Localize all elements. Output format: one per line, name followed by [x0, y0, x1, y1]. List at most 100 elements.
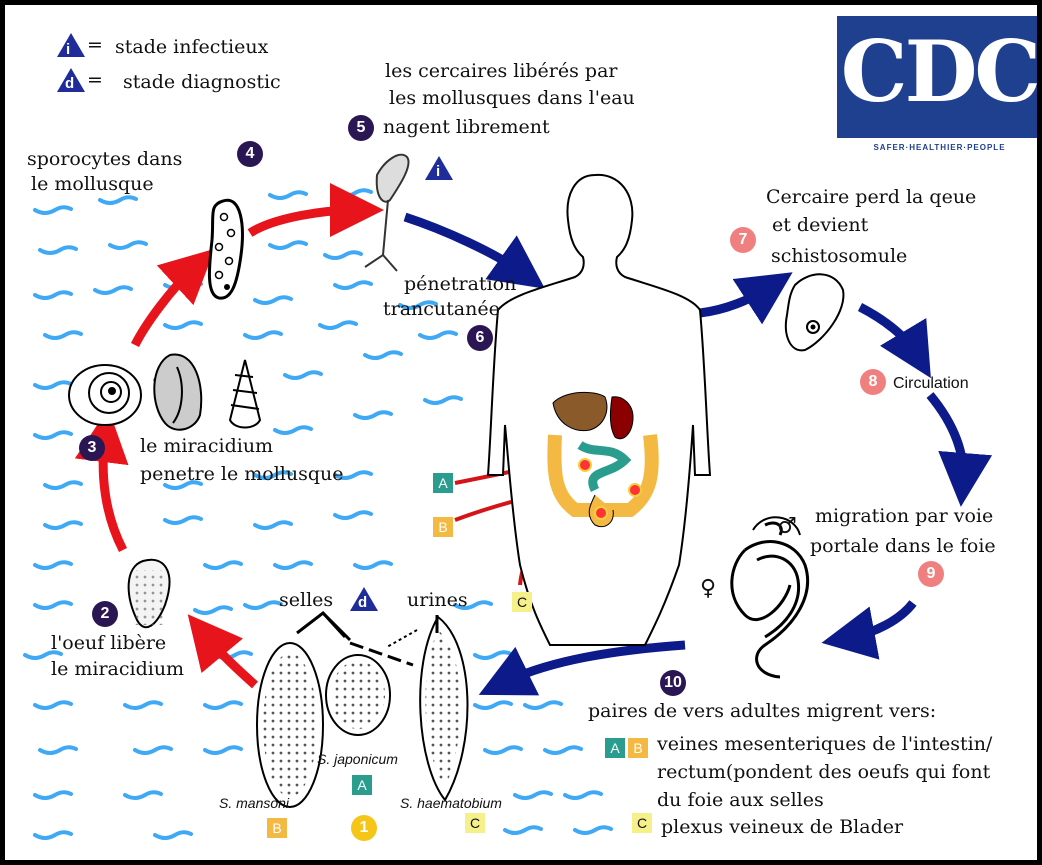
infectious-stage-icon: [57, 33, 85, 57]
step10-number: 10: [660, 670, 686, 696]
step6-line1: pénetration: [404, 273, 516, 296]
adult-worms-figure: [732, 517, 808, 677]
legend-infectious-label: stade infectieux: [115, 36, 268, 59]
water-wave: [355, 412, 391, 418]
haematobium-label: S. haematobium: [400, 795, 502, 811]
water-wave: [245, 602, 281, 608]
water-wave: [35, 432, 71, 438]
step9-line2: portale dans le foie: [810, 535, 996, 558]
badge-a-eggs: A: [352, 775, 372, 795]
japonicum-label: S. japonicum: [317, 751, 398, 767]
step2-line1: l'oeuf libère: [51, 632, 166, 655]
step8-number: 8: [860, 369, 886, 395]
badge-c-step10: C: [632, 813, 652, 833]
step9-number: 9: [918, 561, 944, 587]
male-symbol: ♂: [777, 515, 797, 538]
water-wave: [335, 282, 371, 288]
water-wave: [35, 602, 71, 608]
schistosomulum-figure: [786, 274, 844, 350]
diagnostic-marker-symbol: d: [358, 594, 367, 611]
water-wave: [45, 482, 81, 488]
snails-figure: [69, 355, 260, 430]
water-wave: [40, 747, 76, 753]
water-wave: [35, 832, 71, 838]
water-wave: [165, 322, 201, 328]
step7-line2: et devient: [772, 214, 868, 237]
water-wave: [475, 702, 511, 708]
step4-line1: sporocytes dans: [27, 148, 182, 171]
legend-equals-2: =: [87, 69, 103, 92]
water-wave: [40, 247, 76, 253]
water-wave: [35, 562, 71, 568]
step10-line4: du foie aux selles: [657, 789, 824, 812]
sporocyst-figure: [209, 200, 242, 298]
step5-number: 5: [348, 115, 374, 141]
water-wave: [45, 332, 81, 338]
step3-line2: penetre le mollusque: [140, 463, 344, 486]
water-wave: [155, 832, 191, 838]
legend-diagnostic-label: stade diagnostic: [123, 71, 281, 94]
water-wave: [320, 322, 356, 328]
water-wave: [135, 747, 171, 753]
water-wave: [110, 242, 146, 248]
step5-line1: les cercaires libérés par: [385, 60, 618, 83]
water-wave: [255, 522, 291, 528]
water-wave: [270, 192, 306, 198]
water-wave: [335, 190, 371, 196]
badge-b-organs: B: [433, 517, 453, 537]
water-wave: [545, 747, 581, 753]
step4-line2: le mollusque: [31, 173, 154, 196]
water-wave: [335, 512, 371, 518]
egg-japonicum: [326, 655, 390, 735]
water-wave: [35, 207, 71, 213]
badge-a-organs: A: [433, 473, 453, 493]
water-wave: [255, 297, 291, 303]
water-wave: [420, 332, 456, 338]
cercaria-figure: [365, 155, 409, 271]
badge-b-step10: B: [628, 738, 648, 758]
water-wave: [125, 702, 161, 708]
step5-line3: nagent librement: [383, 116, 550, 139]
step5-line2: les mollusques dans l'eau: [389, 87, 635, 110]
step9-line1: migration par voie: [815, 505, 993, 528]
step7-number: 7: [730, 227, 756, 253]
infectious-marker-symbol: i: [436, 163, 440, 180]
badge-a-step10: A: [605, 738, 625, 758]
step10-line3: rectum(pondent des oeufs qui font: [657, 761, 990, 784]
water-wave: [325, 252, 361, 258]
urines-label: urines: [407, 589, 468, 612]
water-wave: [205, 702, 241, 708]
water-wave: [205, 747, 241, 753]
water-wave: [100, 197, 136, 203]
water-wave: [245, 332, 281, 338]
water-wave: [35, 702, 71, 708]
water-wave: [205, 562, 241, 568]
step10-line5: plexus veineux de Blader: [661, 816, 903, 839]
step6-number: 6: [467, 325, 493, 351]
step7-line1: Cercaire perd la qeue: [766, 186, 976, 209]
egg-haematobium: [420, 617, 467, 800]
step3-line1: le miracidium: [140, 435, 273, 458]
water-wave: [485, 747, 521, 753]
badge-c-organs: C: [512, 592, 532, 612]
egg-releasing-miracidium: [129, 560, 170, 628]
water-wave: [165, 517, 201, 523]
water-wave: [355, 562, 391, 568]
water-wave: [285, 372, 321, 378]
water-wave: [125, 792, 161, 798]
female-symbol: ♀: [700, 577, 716, 600]
step7-line3: schistosomule: [771, 245, 907, 268]
badge-c-eggs: C: [465, 813, 485, 833]
step10-line2: veines mesenteriques de l'intestin/: [657, 733, 992, 756]
water-wave: [515, 792, 551, 798]
water-wave: [95, 287, 131, 293]
diagnostic-symbol: d: [65, 75, 74, 92]
cdc-logo: CDC SAFER·HEALTHIER·PEOPLE: [837, 16, 1042, 158]
cdc-logo-text: CDC: [837, 22, 1042, 122]
step3-number: 3: [79, 435, 105, 461]
step4-number: 4: [237, 141, 263, 167]
step8-label: Circulation: [893, 375, 969, 393]
step6-line2: trancutanée: [383, 298, 500, 321]
water-wave: [575, 827, 611, 833]
